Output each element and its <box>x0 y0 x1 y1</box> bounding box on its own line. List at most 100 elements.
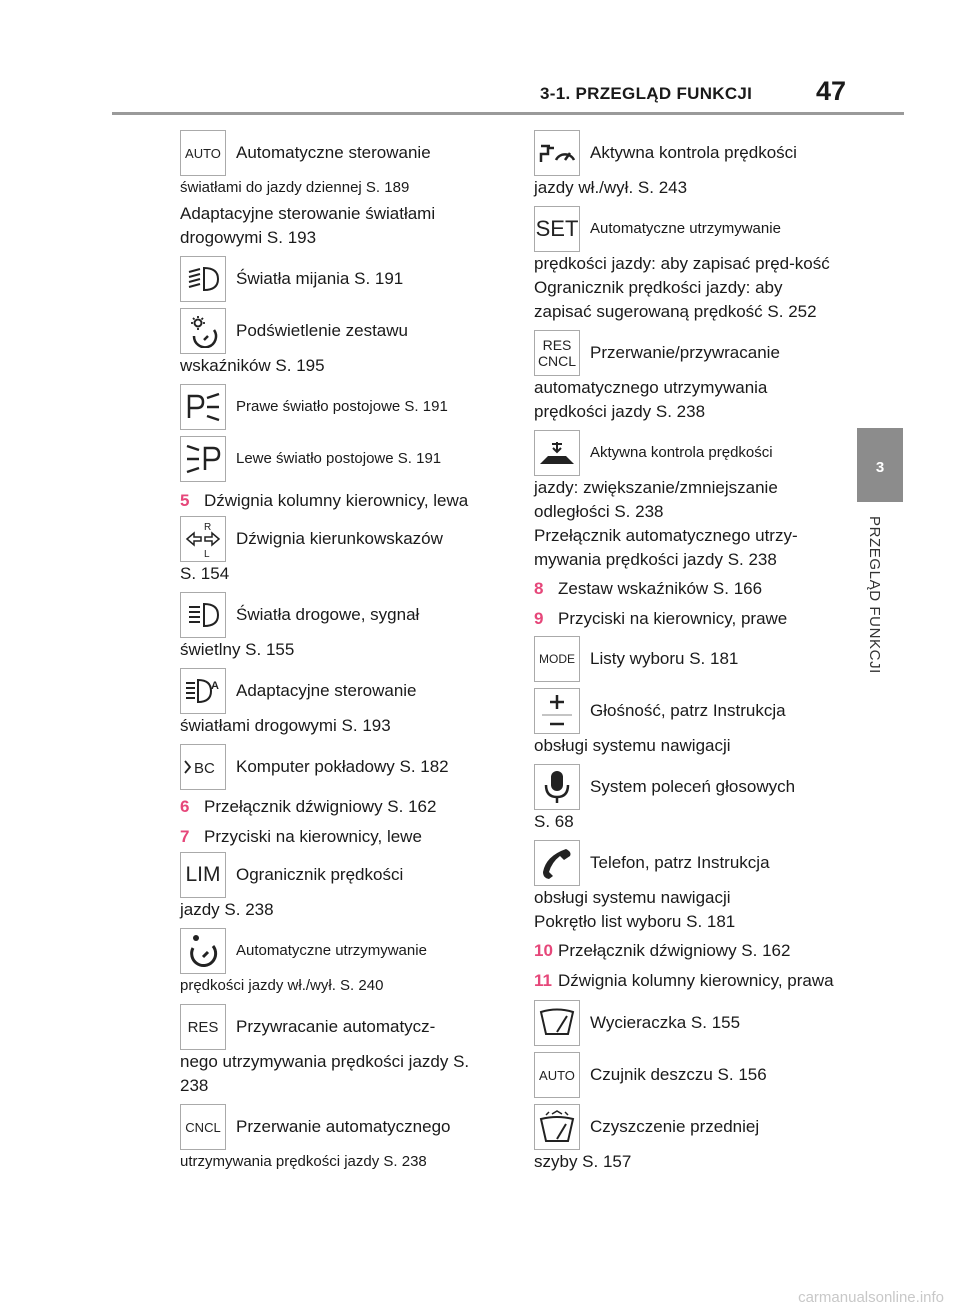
auto-icon: AUTO <box>180 130 226 176</box>
high-beam-icon <box>180 592 226 638</box>
wiper-icon <box>534 1000 580 1046</box>
mode-icon: MODE <box>534 636 580 682</box>
cncl-icon: CNCL <box>180 1104 226 1150</box>
entry-label: Aktywna kontrola prędkości <box>590 444 773 461</box>
entry-continuation: światłami do jazdy dziennej S. 189 <box>180 179 410 196</box>
res-icon: RES <box>180 1004 226 1050</box>
svg-text:A: A <box>211 680 219 692</box>
entry-label: Przerwanie/przywracanie <box>590 343 780 362</box>
chapter-side-label: PRZEGLĄD FUNKCJI <box>866 516 883 674</box>
section-title: 3-1. PRZEGLĄD FUNKCJI <box>540 84 753 103</box>
adaptive-high-beam-icon: A <box>180 668 226 714</box>
entry-label: Przerwanie automatycznego <box>236 1117 451 1136</box>
paragraph: Pokrętło list wyboru S. 181 <box>534 912 736 931</box>
entry-wiper: Wycieraczka S. 155 <box>534 1000 836 1046</box>
entry-panel-light: Podświetlenie zestawu wskaźników S. 195 <box>180 308 482 378</box>
entry-left-parking-light: Lewe światło postojowe S. 191 <box>180 436 482 482</box>
entry-label: Ogranicznik prędkości <box>236 865 404 884</box>
paragraph: Przełącznik automatycznego utrzy-mywania… <box>534 526 798 569</box>
svg-text:R: R <box>204 522 211 533</box>
entry-trip-computer: BC Komputer pokładowy S. 182 <box>180 744 482 790</box>
entry-label: Aktywna kontrola prędkości <box>590 143 797 162</box>
entry-resume: RES Przywracanie automatycz- nego utrzym… <box>180 1004 482 1098</box>
entry-continuation: nego utrzymywania prędkości jazdy S. 238 <box>180 1052 470 1095</box>
entry-distance: Aktywna kontrola prędkości jazdy: zwięks… <box>534 430 836 524</box>
entry-continuation: jazdy wł./wył. S. 243 <box>534 178 688 197</box>
page-number: 47 <box>816 76 847 106</box>
entry-rain-sensor: AUTO Czujnik deszczu S. 156 <box>534 1052 836 1098</box>
right-parking-light-icon <box>180 384 226 430</box>
watermark: carmanualsonline.info <box>798 1289 944 1306</box>
auto-rain-icon: AUTO <box>534 1052 580 1098</box>
entry-continuation: obsługi systemu nawigacji <box>534 888 731 907</box>
entry-label: Automatyczne utrzymywanie <box>590 220 781 237</box>
left-column: AUTO Automatyczne sterowanie światłami d… <box>180 130 482 1174</box>
panel-light-icon <box>180 308 226 354</box>
microphone-icon <box>534 764 580 810</box>
entry-adaptive-high-beam: A Adaptacyjne sterowanie światłami drogo… <box>180 668 482 738</box>
entry-label: Komputer pokładowy S. 182 <box>236 757 449 776</box>
entry-label: Lewe światło postojowe S. 191 <box>236 450 442 467</box>
entry-continuation: jazdy S. 238 <box>180 900 274 919</box>
entry-label: Światła mijania S. 191 <box>236 269 404 288</box>
entry-continuation: automatycznego utrzymywania prędkości ja… <box>534 378 768 421</box>
set-icon: SET <box>534 206 580 252</box>
bc-icon: BC <box>180 744 226 790</box>
entry-continuation: szyby S. 157 <box>534 1152 632 1171</box>
entry-right-parking-light: Prawe światło postojowe S. 191 <box>180 384 482 430</box>
entry-auto-drl: AUTO Automatyczne sterowanie światłami d… <box>180 130 482 200</box>
entry-speed-limiter: LIM Ogranicznik prędkości jazdy S. 238 <box>180 852 482 922</box>
entry-label: Automatyczne utrzymywanie <box>236 942 427 959</box>
entry-label: Czujnik deszczu S. 156 <box>590 1065 767 1084</box>
entry-low-beam: Światła mijania S. 191 <box>180 256 482 302</box>
svg-text:BC: BC <box>194 760 215 777</box>
entry-continuation: wskaźników S. 195 <box>180 356 325 375</box>
entry-label: Prawe światło postojowe S. 191 <box>236 398 448 415</box>
washer-icon <box>534 1104 580 1150</box>
svg-text:L: L <box>204 549 210 559</box>
paragraph: Ogranicznik prędkości jazdy: aby zapisać… <box>534 278 817 321</box>
distance-icon <box>534 430 580 476</box>
entry-continuation: obsługi systemu nawigacji <box>534 736 731 755</box>
phone-icon <box>534 840 580 886</box>
entry-label: System poleceń głosowych <box>590 777 796 796</box>
entry-mode: MODE Listy wyboru S. 181 <box>534 636 836 682</box>
entry-volume: Głośność, patrz Instrukcja obsługi syste… <box>534 688 836 758</box>
header-rule <box>112 112 904 115</box>
entry-label: Przywracanie automatycz- <box>236 1017 436 1036</box>
entry-set: SET Automatyczne utrzymywanie prędkości … <box>534 206 836 276</box>
entry-label: Światła drogowe, sygnał <box>236 605 420 624</box>
left-parking-light-icon <box>180 436 226 482</box>
cruise-control-icon <box>180 928 226 974</box>
paragraph: Adaptacyjne sterowanie światłami drogowy… <box>180 204 436 247</box>
chapter-tab: 3 <box>857 428 903 502</box>
entry-label: Wycieraczka S. 155 <box>590 1013 741 1032</box>
entry-label: Dźwignia kierunkowskazów <box>236 529 443 548</box>
entry-continuation: prędkości jazdy wł./wył. S. 240 <box>180 977 384 994</box>
entry-cruise-control: Automatyczne utrzymywanie prędkości jazd… <box>180 928 482 998</box>
entry-label: Podświetlenie zestawu <box>236 321 408 340</box>
entry-continuation: świetlny S. 155 <box>180 640 295 659</box>
entry-continuation: S. 68 <box>534 812 574 831</box>
volume-icon <box>534 688 580 734</box>
entry-label: Telefon, patrz Instrukcja <box>590 853 770 872</box>
entry-continuation: jazdy: zwiększanie/zmniejszanie odległoś… <box>534 478 778 521</box>
entry-high-beam: Światła drogowe, sygnał świetlny S. 155 <box>180 592 482 662</box>
entry-label: Głośność, patrz Instrukcja <box>590 701 786 720</box>
entry-label: Czyszczenie przedniej <box>590 1117 760 1136</box>
entry-voice: System poleceń głosowych S. 68 <box>534 764 836 834</box>
right-column: Aktywna kontrola prędkości jazdy wł./wył… <box>534 130 836 1174</box>
entry-continuation: prędkości jazdy: aby zapisać pręd-kość <box>534 254 830 273</box>
acc-onoff-icon <box>534 130 580 176</box>
entry-continuation: utrzymywania prędkości jazdy S. 238 <box>180 1153 427 1170</box>
entry-phone: Telefon, patrz Instrukcja obsługi system… <box>534 840 836 910</box>
entry-acc-onoff: Aktywna kontrola prędkości jazdy wł./wył… <box>534 130 836 200</box>
entry-cancel: CNCL Przerwanie automatycznego utrzymywa… <box>180 1104 482 1174</box>
